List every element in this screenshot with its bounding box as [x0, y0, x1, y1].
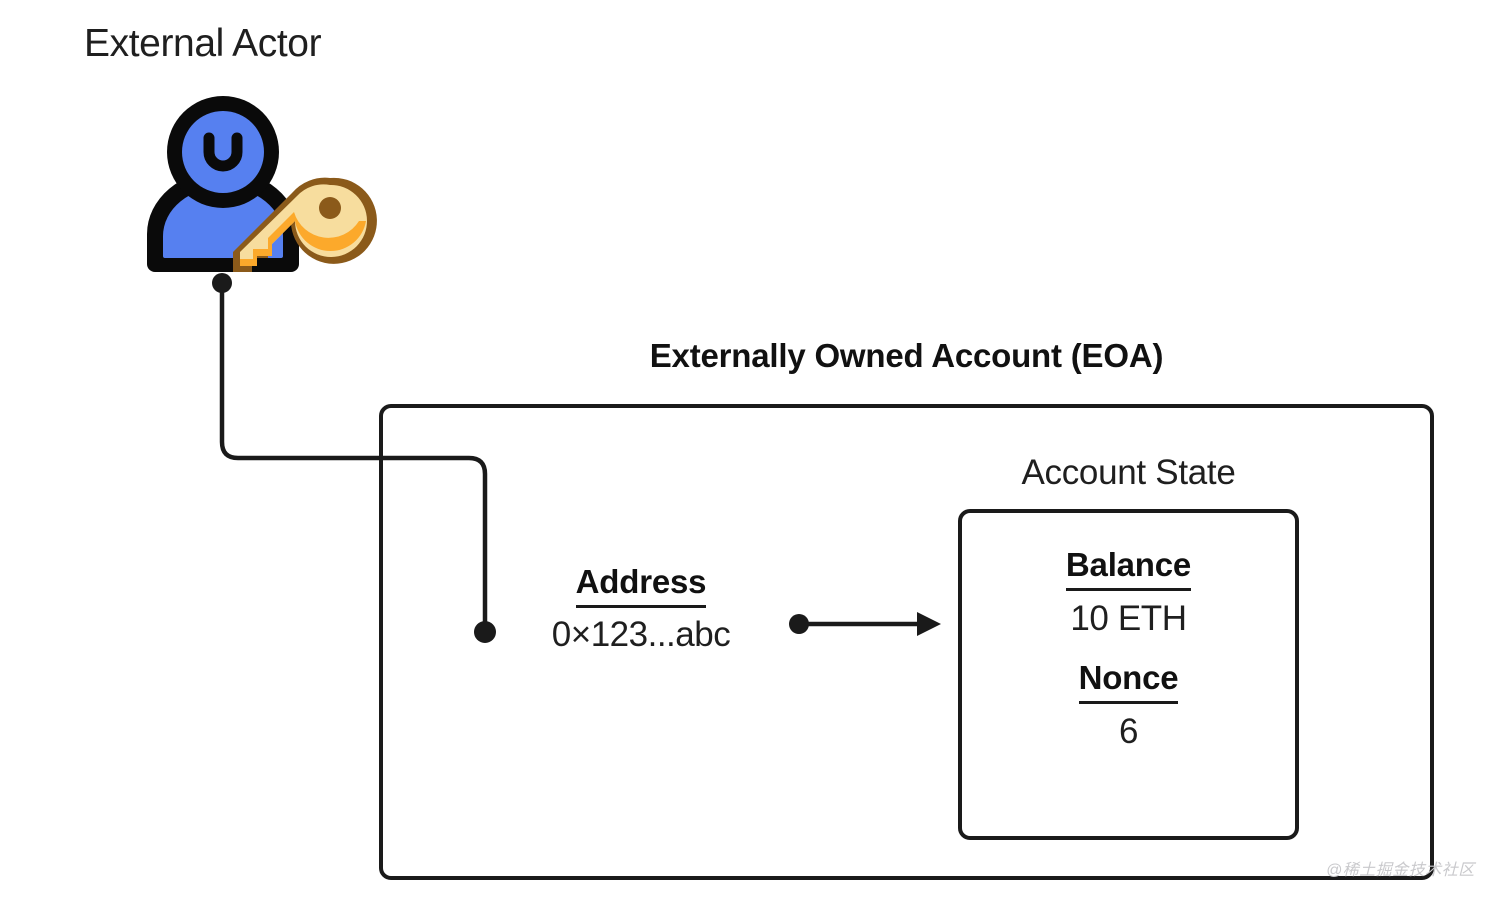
- watermark: @稀土掘金技术社区: [1326, 862, 1475, 879]
- person-smile-icon: [203, 132, 243, 172]
- account-state-label: Account State: [1021, 453, 1236, 492]
- arrow-start-dot: [789, 614, 809, 634]
- address-value: 0×123...abc: [551, 614, 731, 654]
- address-block: Address 0×123...abc: [500, 564, 782, 654]
- eoa-title: Externally Owned Account (EOA): [649, 337, 1164, 374]
- state-field-balance: Balance 10 ETH: [960, 547, 1297, 638]
- person-head-fill: [182, 111, 264, 193]
- nonce-term-label: Nonce: [1078, 661, 1179, 705]
- address-term-label: Address: [575, 564, 707, 608]
- eoa-container-box: [379, 404, 1434, 880]
- key-hole-icon: [319, 197, 341, 219]
- balance-term-label: Balance: [1065, 547, 1191, 591]
- connector-end-dot: [474, 621, 496, 643]
- nonce-value: 6: [1118, 712, 1139, 752]
- connector-start-dot: [212, 273, 232, 293]
- actor-to-address-connector: [219, 280, 488, 635]
- external-actor-label: External Actor: [84, 22, 322, 65]
- balance-value: 10 ETH: [1070, 598, 1187, 638]
- state-field-nonce: Nonce 6: [960, 661, 1297, 750]
- key-icon: [233, 177, 377, 272]
- key-shading: [240, 212, 366, 266]
- account-state-box: [958, 509, 1299, 840]
- account-state-fields: Balance 10 ETH Nonce 6: [960, 547, 1297, 751]
- arrow-head: [917, 612, 941, 636]
- person-with-key-icon: [147, 96, 377, 272]
